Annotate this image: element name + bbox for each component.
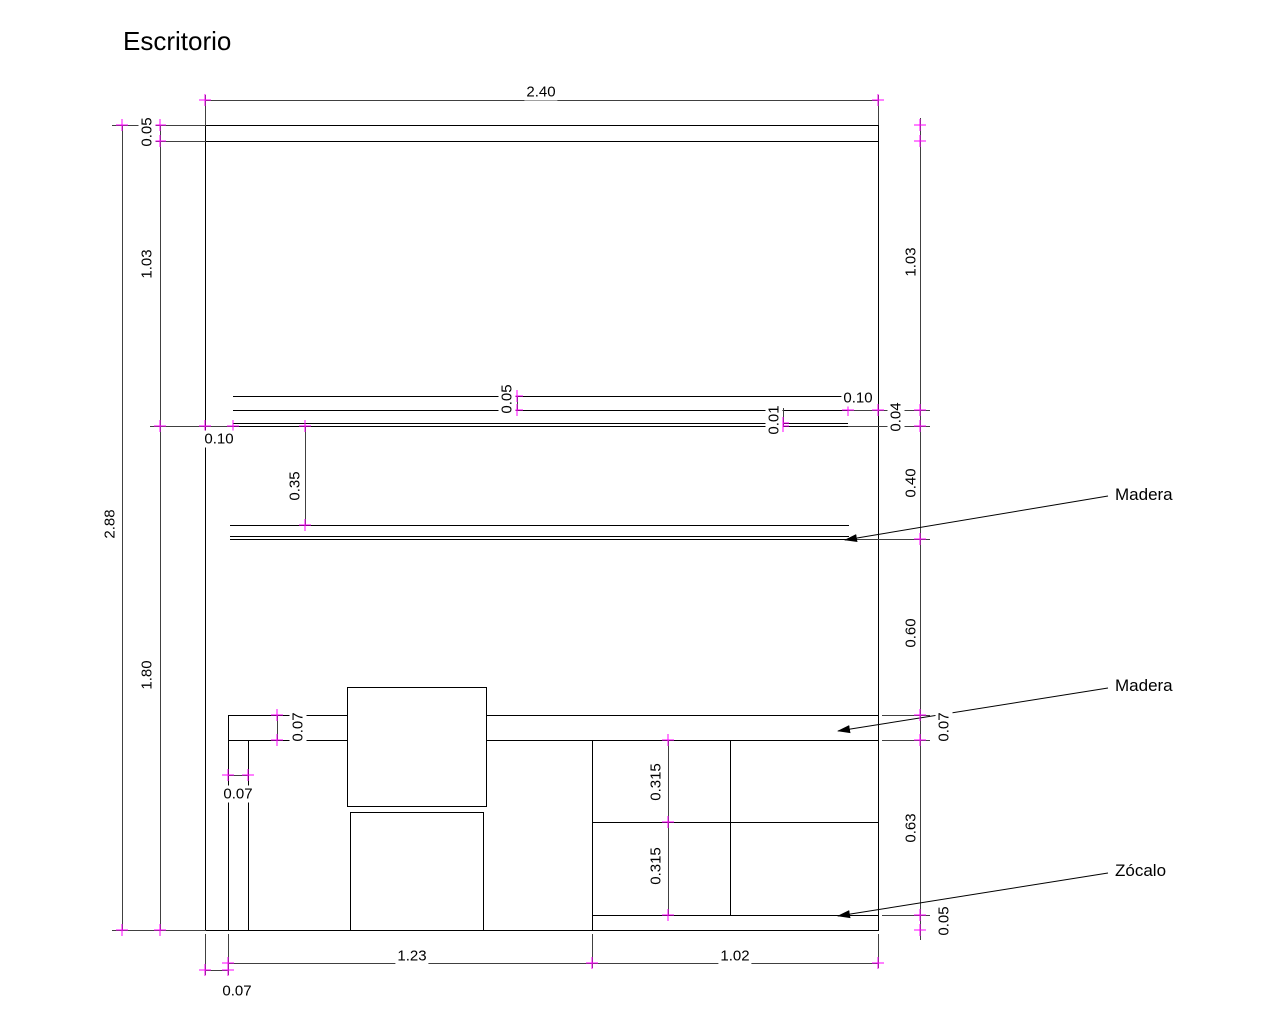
extension-line: [150, 141, 206, 142]
callout-madera-desktop: Madera: [1115, 676, 1173, 695]
extension-line: [592, 934, 593, 968]
dim-line-shelf-thickness: [517, 396, 518, 410]
zocalo-line: [592, 915, 879, 916]
dim-label-drawer-width: 1.02: [718, 947, 752, 965]
extension-line: [878, 934, 879, 968]
drawer-divider-vertical-line: [730, 740, 731, 916]
extension-line: [112, 125, 206, 126]
dim-line-drawer-bottom: [668, 822, 669, 915]
desktop-top-line: [228, 715, 879, 716]
dim-label-zocalo-height: 0.05: [935, 904, 953, 938]
dim-label-panel-thickness: 0.07: [221, 785, 255, 803]
shelf2-top-line: [230, 525, 849, 526]
dim-label-shelf-edge: 0.01: [765, 403, 783, 437]
dim-line-shelf-edge: [783, 408, 784, 426]
shelf2-bottom-line: [230, 539, 849, 540]
dim-label-side-offset: 0.07: [220, 982, 254, 1000]
drawing-title: Escritorio: [123, 26, 232, 56]
shelf1-edge-top-line: [233, 423, 848, 424]
shelf1-top-line: [233, 396, 848, 397]
extension-line: [882, 715, 930, 716]
drawer-divider-horizontal-line: [592, 822, 879, 823]
cabinet-right-side-line: [878, 125, 879, 931]
dim-label-knee-width: 1.23: [395, 947, 429, 965]
dim-line-shelf-spacing: [305, 426, 306, 525]
extension-line: [852, 539, 930, 540]
dim-label-total-width: 2.40: [524, 83, 558, 101]
shelf1-bottom-line: [233, 410, 848, 411]
cabinet-top-line: [205, 125, 879, 126]
dim-line-drawer-top: [668, 740, 669, 822]
dim-line-bottom-widths: [228, 963, 879, 964]
dim-line-total-height: [122, 125, 123, 931]
left-panel-outer-line: [228, 715, 229, 931]
dim-label-right-upper: 1.03: [902, 245, 920, 279]
dim-label-shelf-gap: 0.40: [902, 466, 920, 500]
dim-label-left-upper: 1.03: [138, 247, 156, 281]
knee-space-divider-line: [592, 740, 593, 931]
chair-backrest: [347, 687, 487, 807]
dim-label-shelf-thickness: 0.05: [498, 382, 516, 416]
dim-line-left-chain: [160, 125, 161, 931]
dim-label-shelf-spacing: 0.35: [286, 469, 304, 503]
dim-label-shelf-board: 0.04: [887, 400, 905, 434]
dim-line-total-width: [205, 100, 879, 101]
desktop-bottom-line: [228, 740, 879, 741]
dim-label-desktop-thickness: 0.07: [289, 710, 307, 744]
chair-base: [350, 812, 484, 931]
callout-zocalo: Zócalo: [1115, 861, 1167, 880]
dim-label-drawer-front-top: 0.315: [647, 761, 665, 803]
top-rail-line: [205, 141, 879, 142]
extension-line: [205, 934, 206, 975]
extension-line: [882, 740, 930, 741]
dim-label-desktop-right: 0.07: [935, 710, 953, 744]
shelf1-edge-bottom-line: [233, 426, 848, 427]
dim-line-side-offset: [205, 970, 228, 971]
dim-label-drawer-front-bottom: 0.315: [647, 845, 665, 887]
leader-madera-shelf: [844, 495, 1109, 542]
dim-label-left-lower: 1.80: [138, 658, 156, 692]
dimension-tick-marks: [116, 94, 926, 976]
dim-line-desktop-thickness: [277, 715, 278, 740]
dim-line-shelf-inset-left: [150, 426, 234, 427]
dim-line-right-chain: [920, 118, 921, 940]
left-panel-inner-line: [248, 740, 249, 931]
dim-label-to-desktop: 0.60: [902, 616, 920, 650]
callout-madera-shelf: Madera: [1115, 485, 1173, 504]
dim-label-shelf-inset-right: 0.10: [841, 389, 875, 407]
dim-label-under-desk: 0.63: [902, 811, 920, 845]
extension-line: [878, 95, 879, 125]
dim-label-top-rail: 0.05: [138, 115, 156, 149]
dim-line-panel-thickness: [228, 775, 248, 776]
shelf2-mid-line: [230, 536, 849, 537]
extension-line: [205, 95, 206, 125]
extension-line: [112, 930, 206, 931]
extension-line: [228, 934, 229, 975]
dim-label-shelf-inset-left: 0.10: [202, 430, 236, 448]
dim-label-total-height: 2.88: [101, 507, 119, 541]
extension-line: [882, 915, 930, 916]
cabinet-floor-line: [205, 930, 879, 931]
cabinet-left-side-line: [205, 125, 206, 931]
